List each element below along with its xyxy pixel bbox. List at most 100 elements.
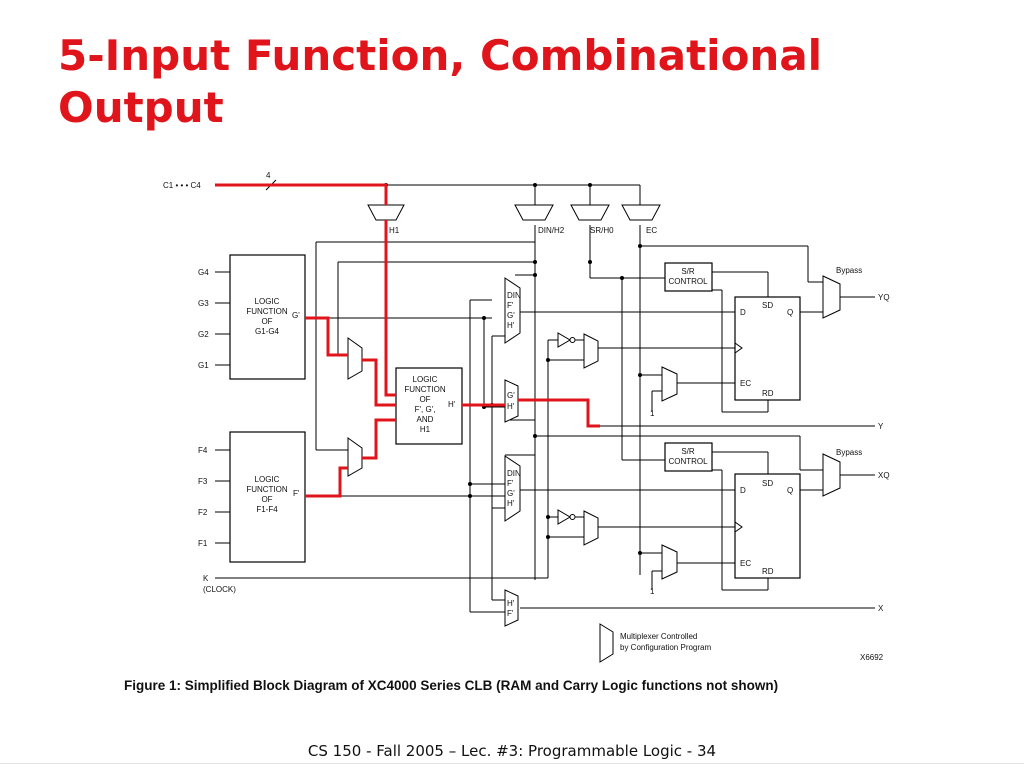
k-label: K	[203, 574, 209, 583]
f1-label: F1	[198, 539, 208, 548]
sr-control-lower: S/R CONTROL	[664, 442, 713, 472]
mux-upper-g: G'	[507, 311, 515, 320]
highlighted-path	[215, 183, 600, 498]
flip-flop-lower: SD D Q EC RD	[734, 473, 801, 579]
ff-lower-q: Q	[787, 486, 793, 495]
y-label: Y	[878, 422, 884, 431]
ff-lower-rd: RD	[762, 567, 774, 576]
logic-g-line-4: G1-G4	[255, 327, 280, 336]
xq-label: XQ	[878, 471, 890, 480]
sr-lower-line-1: S/R	[681, 447, 695, 456]
part-number: X6692	[860, 653, 884, 662]
mux-y-h: H'	[507, 402, 515, 411]
g1-label: G1	[198, 361, 209, 370]
logic-h-line-5: AND	[417, 415, 434, 424]
logic-g-line-1: LOGIC	[255, 297, 280, 306]
logic-f-line-3: OF	[261, 495, 272, 504]
logic-g-line-3: OF	[261, 317, 272, 326]
mux-upper	[504, 277, 521, 344]
mux-bypass-xq	[822, 453, 841, 497]
red-h1	[384, 220, 396, 397]
logic-f-line-4: F1-F4	[256, 505, 278, 514]
bus-width-label: 4	[266, 171, 271, 180]
ec-mux-lower-one: 1	[650, 587, 655, 596]
sr-control-upper: S/R CONTROL	[664, 262, 713, 292]
ff-lower-sd: SD	[762, 479, 773, 488]
logic-h-line-4: F', G',	[415, 405, 436, 414]
logic-function-h: LOGIC FUNCTION OF F', G', AND H1 H'	[395, 367, 463, 445]
g3-label: G3	[198, 299, 209, 308]
mux-ec-upper	[661, 366, 678, 402]
mux-y	[504, 379, 519, 423]
mux-din-h2	[514, 204, 554, 221]
slide-footer: CS 150 - Fall 2005 – Lec. #3: Programmab…	[307, 742, 717, 760]
mux-g-sel	[347, 337, 363, 380]
mux-bypass-yq	[822, 275, 841, 319]
legend-line-2: by Configuration Program	[620, 643, 711, 652]
ff-upper-d: D	[740, 308, 746, 317]
mux-lower-din: DIN	[507, 469, 521, 478]
bypass-lower-label: Bypass	[836, 448, 862, 457]
f4-label: F4	[198, 446, 208, 455]
inverters	[557, 332, 576, 525]
f-prime-label: F'	[293, 489, 300, 498]
sr-upper-line-1: S/R	[681, 267, 695, 276]
mux-lower-g: G'	[507, 489, 515, 498]
mux-upper-h: H'	[507, 321, 515, 330]
g4-label: G4	[198, 268, 209, 277]
sr-upper-line-2: CONTROL	[668, 277, 708, 286]
ec-label: EC	[646, 226, 657, 235]
mux-clk-lower	[583, 510, 599, 546]
red-g-prime	[305, 316, 348, 357]
footer-divider	[0, 763, 1024, 764]
logic-function-f: LOGIC FUNCTION OF F1-F4 F'	[229, 431, 306, 563]
logic-function-g: LOGIC FUNCTION OF G1-G4 G'	[229, 254, 306, 380]
figure-caption: Figure 1: Simplified Block Diagram of XC…	[124, 678, 778, 693]
red-f-prime	[305, 466, 348, 498]
black-wires	[215, 179, 875, 613]
mux-y-g: G'	[507, 391, 515, 400]
legend-mux-symbol	[599, 623, 614, 663]
mux-x-h: H'	[507, 599, 515, 608]
ff-lower-d: D	[740, 486, 746, 495]
mux-input-labels: DIN F' G' H' G' H' DIN F' G' H' H' F' 1 …	[507, 291, 655, 618]
red-y-out	[518, 398, 600, 428]
f2-label: F2	[198, 508, 208, 517]
mux-upper-din: DIN	[507, 291, 521, 300]
sr-lower-line-2: CONTROL	[668, 457, 708, 466]
flip-flop-upper: SD D Q EC RD	[734, 296, 801, 401]
ff-lower-ec: EC	[740, 559, 751, 568]
mux-lower-h: H'	[507, 499, 515, 508]
logic-h-line-1: LOGIC	[413, 375, 438, 384]
yq-label: YQ	[878, 293, 890, 302]
side-multiplexers	[347, 275, 841, 627]
c-bus-label: C1 • • • C4	[163, 181, 201, 190]
logic-g-line-2: FUNCTION	[246, 307, 288, 316]
h1-label: H1	[389, 226, 400, 235]
logic-f-line-2: FUNCTION	[246, 485, 288, 494]
mux-ec	[621, 204, 661, 221]
logic-h-line-3: OF	[419, 395, 430, 404]
logic-f-line-1: LOGIC	[255, 475, 280, 484]
slide-title-line-1: 5-Input Function, Combinational	[58, 31, 823, 80]
input-labels: C1 • • • C4 4 G4 G3 G2 G1 F4 F3 F2 F1 K …	[163, 171, 271, 594]
mux-lower	[504, 455, 521, 522]
red-f-mux-out	[362, 418, 396, 460]
x-label: X	[878, 604, 884, 613]
legend-line-1: Multiplexer Controlled	[620, 632, 697, 641]
red-g-mux-out	[362, 358, 396, 407]
mux-upper-f: F'	[507, 301, 514, 310]
mux-ec-lower	[661, 544, 678, 580]
legend: Multiplexer Controlled by Configuration …	[599, 623, 884, 663]
mux-lower-f: F'	[507, 479, 514, 488]
mux-clk-upper	[583, 333, 599, 369]
h-prime-label: H'	[448, 400, 456, 409]
g-prime-label: G'	[292, 311, 300, 320]
mux-x-f: F'	[507, 609, 514, 618]
mux-x	[504, 589, 519, 627]
g2-label: G2	[198, 330, 209, 339]
sr-h0-label: SR/H0	[590, 226, 614, 235]
top-mux-labels: H1 DIN/H2 SR/H0 EC	[389, 226, 657, 235]
red-c-bus	[215, 183, 388, 205]
